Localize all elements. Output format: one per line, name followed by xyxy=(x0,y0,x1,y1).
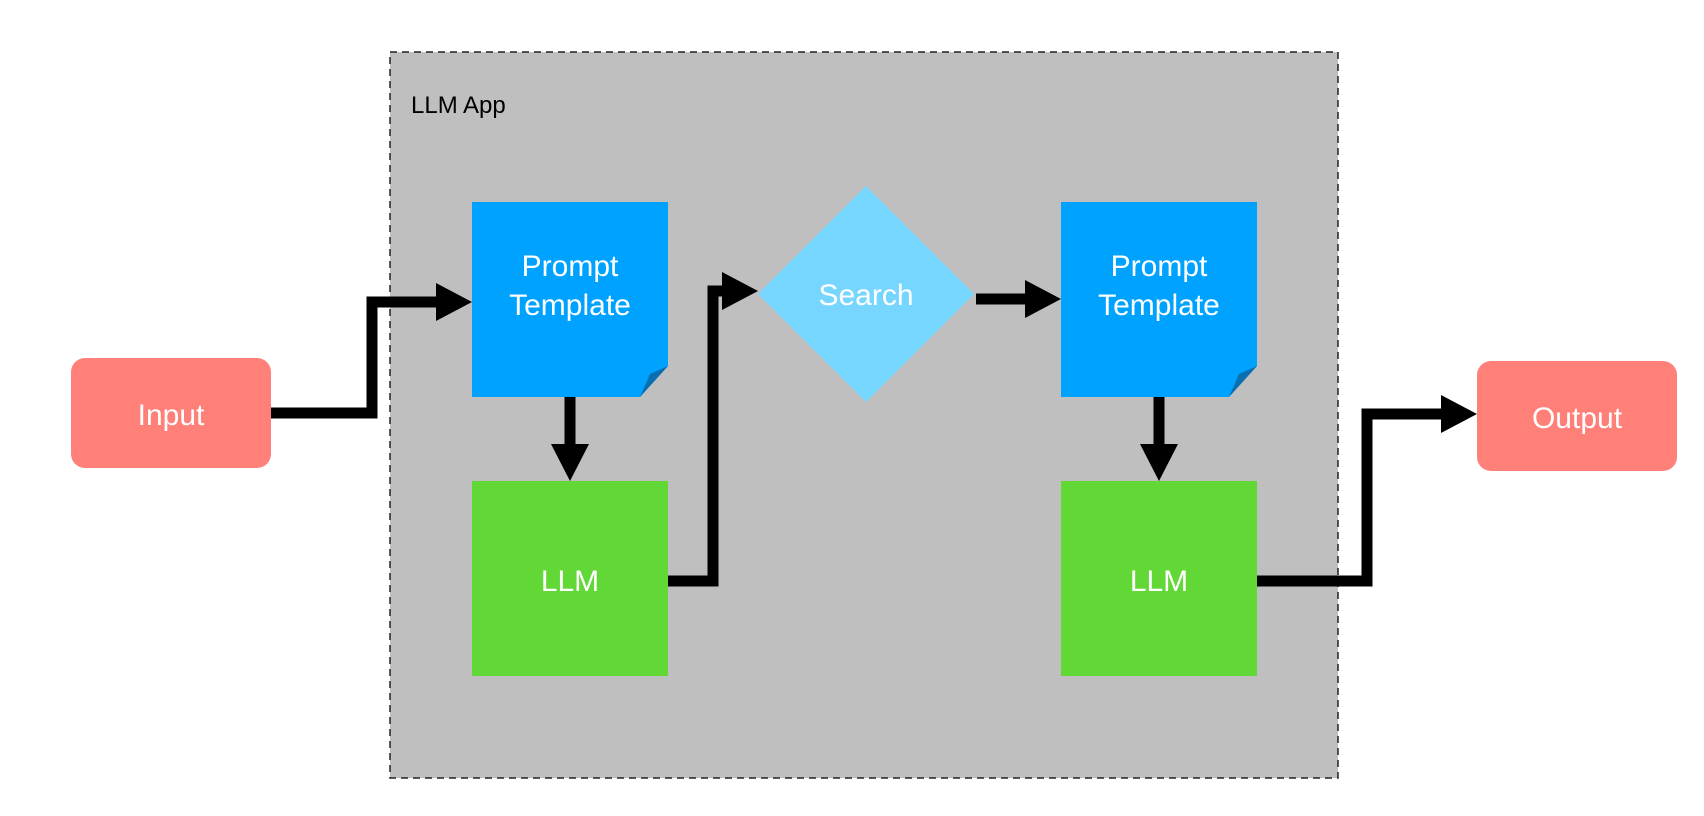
search-diamond xyxy=(758,186,974,402)
input-node: Input xyxy=(71,358,271,468)
edge-input-to-prompt-template-1 xyxy=(271,283,472,419)
edge-llm-2-to-output-line xyxy=(1257,408,1445,587)
edge-input-to-prompt-template-1-arrowhead xyxy=(436,283,472,321)
output-label: Output xyxy=(1532,402,1623,435)
edge-prompt-template-1-to-llm-1 xyxy=(551,397,589,481)
edge-llm-1-to-search-arrowhead xyxy=(722,272,758,310)
output-box xyxy=(1477,361,1677,471)
edge-llm-1-to-search-line xyxy=(668,285,726,587)
llm-node-1: LLM xyxy=(472,481,668,676)
search-node: Search xyxy=(758,186,974,402)
output-node: Output xyxy=(1477,361,1677,471)
llm-1-label: LLM xyxy=(541,565,599,598)
llm-1-box xyxy=(472,481,668,676)
edge-llm-1-to-search xyxy=(668,272,758,587)
edge-search-to-prompt-template-2-arrowhead xyxy=(1025,280,1061,318)
llm-2-box xyxy=(1061,481,1257,676)
prompt-template-2-fold xyxy=(1229,366,1257,397)
search-label: Search xyxy=(818,279,913,312)
edge-input-to-prompt-template-1-line xyxy=(271,296,440,419)
prompt-template-1-label-line2: Template xyxy=(509,289,631,322)
edge-llm-2-to-output xyxy=(1257,395,1477,587)
edge-prompt-template-2-to-llm-2-arrowhead xyxy=(1140,444,1178,481)
llm-app-label: LLM App xyxy=(411,92,506,119)
prompt-template-node-1: Prompt Template xyxy=(472,202,668,397)
prompt-template-2-label-line1: Prompt xyxy=(1111,250,1208,283)
edge-prompt-template-1-to-llm-1-arrowhead xyxy=(551,444,589,481)
edge-search-to-prompt-template-2 xyxy=(976,280,1061,318)
input-box xyxy=(71,358,271,468)
prompt-template-2-label-line2: Template xyxy=(1098,289,1220,322)
prompt-template-1-label-line1: Prompt xyxy=(522,250,619,283)
input-label: Input xyxy=(138,399,205,432)
edge-prompt-template-2-to-llm-2 xyxy=(1140,397,1178,481)
llm-2-label: LLM xyxy=(1130,565,1188,598)
prompt-template-1-fold xyxy=(640,366,668,397)
llm-node-2: LLM xyxy=(1061,481,1257,676)
prompt-template-1-shape xyxy=(472,202,668,397)
prompt-template-node-2: Prompt Template xyxy=(1061,202,1257,397)
connectors xyxy=(271,272,1477,587)
edge-llm-2-to-output-arrowhead xyxy=(1441,395,1477,433)
prompt-template-2-shape xyxy=(1061,202,1257,397)
